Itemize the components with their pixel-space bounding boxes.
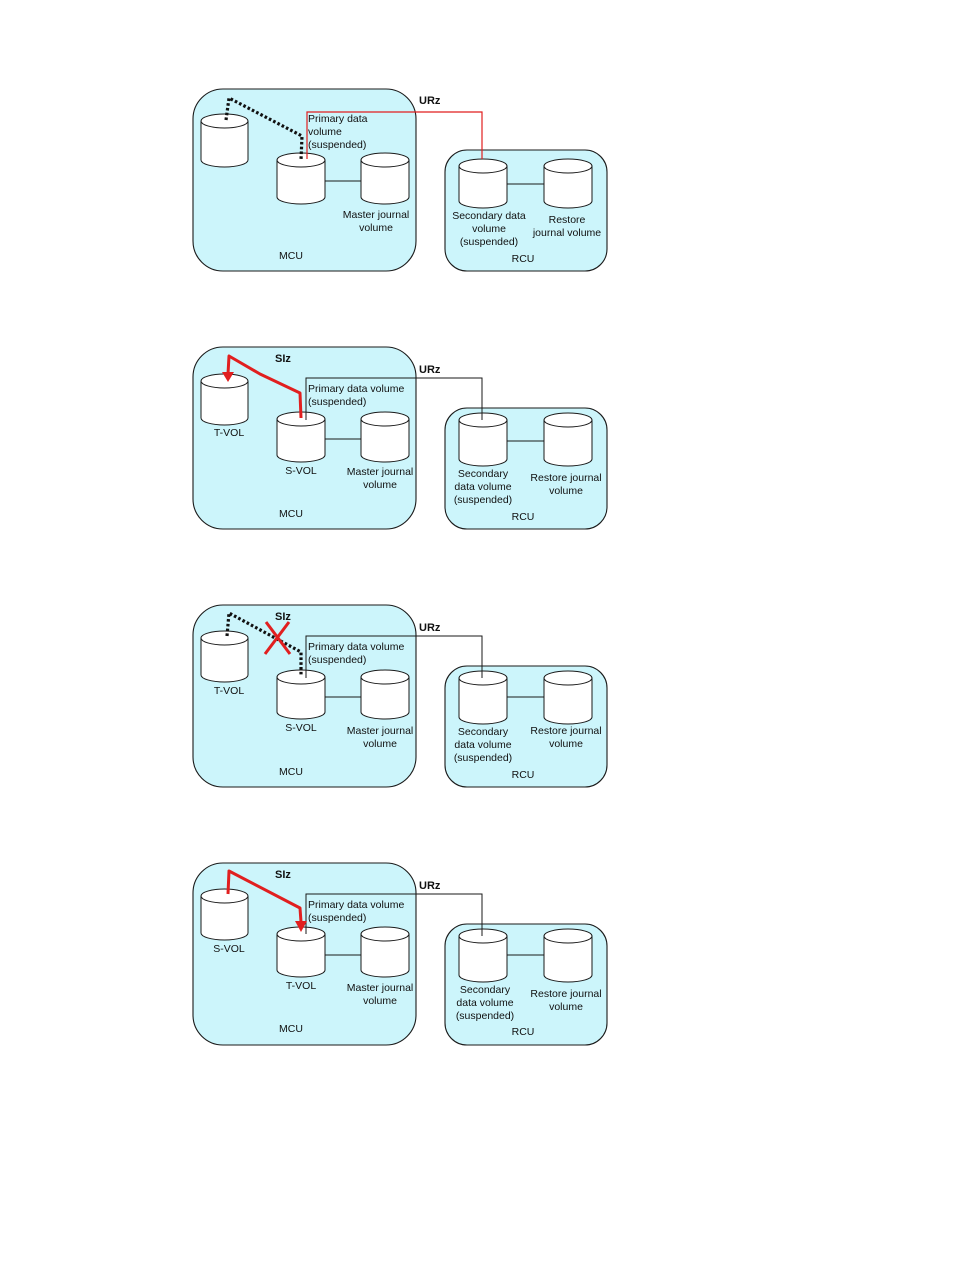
siz-copy-arrow — [226, 869, 303, 923]
rcu-label: RCU — [512, 1026, 535, 1038]
s-vol-cylinder — [200, 888, 249, 941]
restore-journal-volume-cylinder — [543, 158, 593, 209]
urz-link — [306, 111, 483, 159]
s-vol-label: S-VOL — [213, 943, 245, 955]
s-vol-cylinder — [276, 411, 326, 463]
secondary-data-volume-cylinder — [458, 412, 508, 467]
diagram-4: SIz URz Primary data volume(suspended) S… — [0, 854, 954, 1054]
siz-arrowhead-icon — [222, 372, 234, 382]
master-journal-volume-cylinder — [360, 926, 410, 978]
master-journal-volume-cylinder — [360, 411, 410, 463]
diagram-2: SIz URz Primary data volume(suspended) T… — [0, 338, 954, 538]
mcu-label: MCU — [279, 1023, 303, 1035]
siz-label: SIz — [275, 869, 291, 881]
urz-label: URz — [419, 880, 441, 892]
urz-link — [305, 377, 483, 420]
rcu-label: RCU — [512, 769, 535, 781]
split-x-icon — [263, 621, 292, 655]
secondary-data-volume-cylinder — [458, 670, 508, 725]
urz-label: URz — [419, 622, 441, 634]
t-vol-cylinder — [200, 373, 249, 426]
siz-dotted-path — [224, 95, 304, 161]
primary-data-volume-label: Primary data volume(suspended) — [308, 899, 404, 924]
siz-label: SIz — [275, 353, 291, 365]
t-vol-cylinder — [276, 926, 326, 978]
mcu-label: MCU — [279, 766, 303, 778]
siz-arrowhead-icon — [295, 921, 307, 932]
primary-data-volume-cylinder — [276, 152, 326, 205]
t-vol-label: T-VOL — [286, 980, 317, 992]
rcu-label: RCU — [512, 253, 535, 265]
s-vol-label: S-VOL — [285, 465, 317, 477]
siz-label: SIz — [275, 611, 291, 623]
mcu-label: MCU — [279, 250, 303, 262]
restore-journal-volume-cylinder — [543, 412, 593, 467]
mcu-label: MCU — [279, 508, 303, 520]
urz-link — [305, 893, 483, 936]
s-vol-cylinder — [276, 669, 326, 720]
s-vol-label: S-VOL — [285, 722, 317, 734]
master-journal-volume-cylinder — [360, 669, 410, 720]
secondary-data-volume-cylinder — [458, 928, 508, 983]
diagram-3: SIz URz Primary data volume(suspended) T… — [0, 596, 954, 796]
primary-data-volume-label: Primary data volume(suspended) — [308, 641, 404, 666]
primary-data-volume-label: Primary data volume(suspended) — [308, 383, 404, 408]
urz-link — [305, 635, 483, 678]
siz-dotted-path — [225, 610, 303, 676]
t-vol-label: T-VOL — [214, 685, 245, 697]
siz-copy-arrow — [226, 354, 303, 419]
master-journal-volume-cylinder — [360, 152, 410, 205]
urz-label: URz — [419, 95, 441, 107]
urz-label: URz — [419, 364, 441, 376]
rcu-label: RCU — [512, 511, 535, 523]
t-vol-cylinder — [200, 630, 249, 683]
restore-journal-volume-cylinder — [543, 670, 593, 725]
secondary-data-volume-cylinder — [458, 158, 508, 209]
restore-journal-volume-cylinder — [543, 928, 593, 983]
t-vol-label: T-VOL — [214, 427, 245, 439]
left-volume-cylinder — [200, 113, 249, 168]
